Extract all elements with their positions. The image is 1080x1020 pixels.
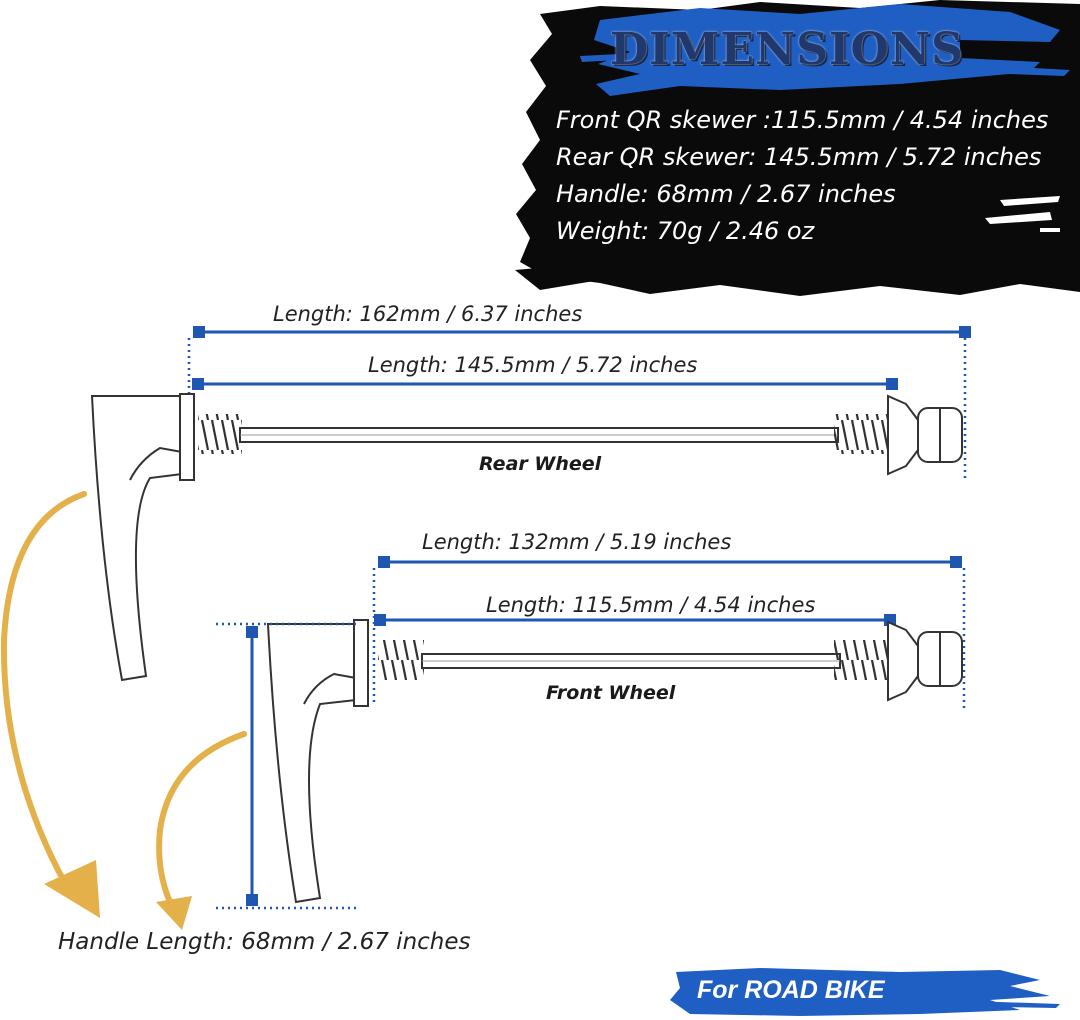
header-blue-brush (580, 4, 1070, 96)
rear-skewer (90, 393, 963, 682)
rear-overall-length-label: Length: 162mm / 6.37 inches (273, 302, 583, 326)
spec-rear-skewer: Rear QR skewer: 145.5mm / 5.72 inches (556, 143, 1042, 171)
spec-handle: Handle: 68mm / 2.67 inches (556, 180, 896, 208)
rear-shaft-length-label: Length: 145.5mm / 5.72 inches (368, 353, 698, 377)
front-overall-dimension-line (372, 556, 966, 712)
dimensions-title: DIMENSIONS (610, 24, 964, 75)
spec-weight: Weight: 70g / 2.46 oz (556, 217, 815, 245)
rear-overall-dimension-line (187, 326, 971, 480)
road-bike-badge-bg (670, 968, 1060, 1016)
road-bike-badge: For ROAD BIKE (697, 976, 885, 1004)
front-overall-length-label: Length: 132mm / 5.19 inches (422, 530, 732, 554)
rear-shaft-dimension-line (192, 378, 898, 390)
front-wheel-label: Front Wheel (546, 682, 676, 704)
front-shaft-length-label: Length: 115.5mm / 4.54 inches (486, 593, 816, 617)
handle-length-label: Handle Length: 68mm / 2.67 inches (58, 929, 471, 955)
gold-arrow-left (0, 491, 100, 918)
handle-dimension-line (216, 622, 360, 910)
rear-wheel-label: Rear Wheel (479, 453, 602, 475)
gold-arrow-right (156, 731, 247, 930)
front-skewer (266, 619, 963, 904)
spec-front-skewer: Front QR skewer :115.5mm / 4.54 inches (556, 106, 1049, 134)
